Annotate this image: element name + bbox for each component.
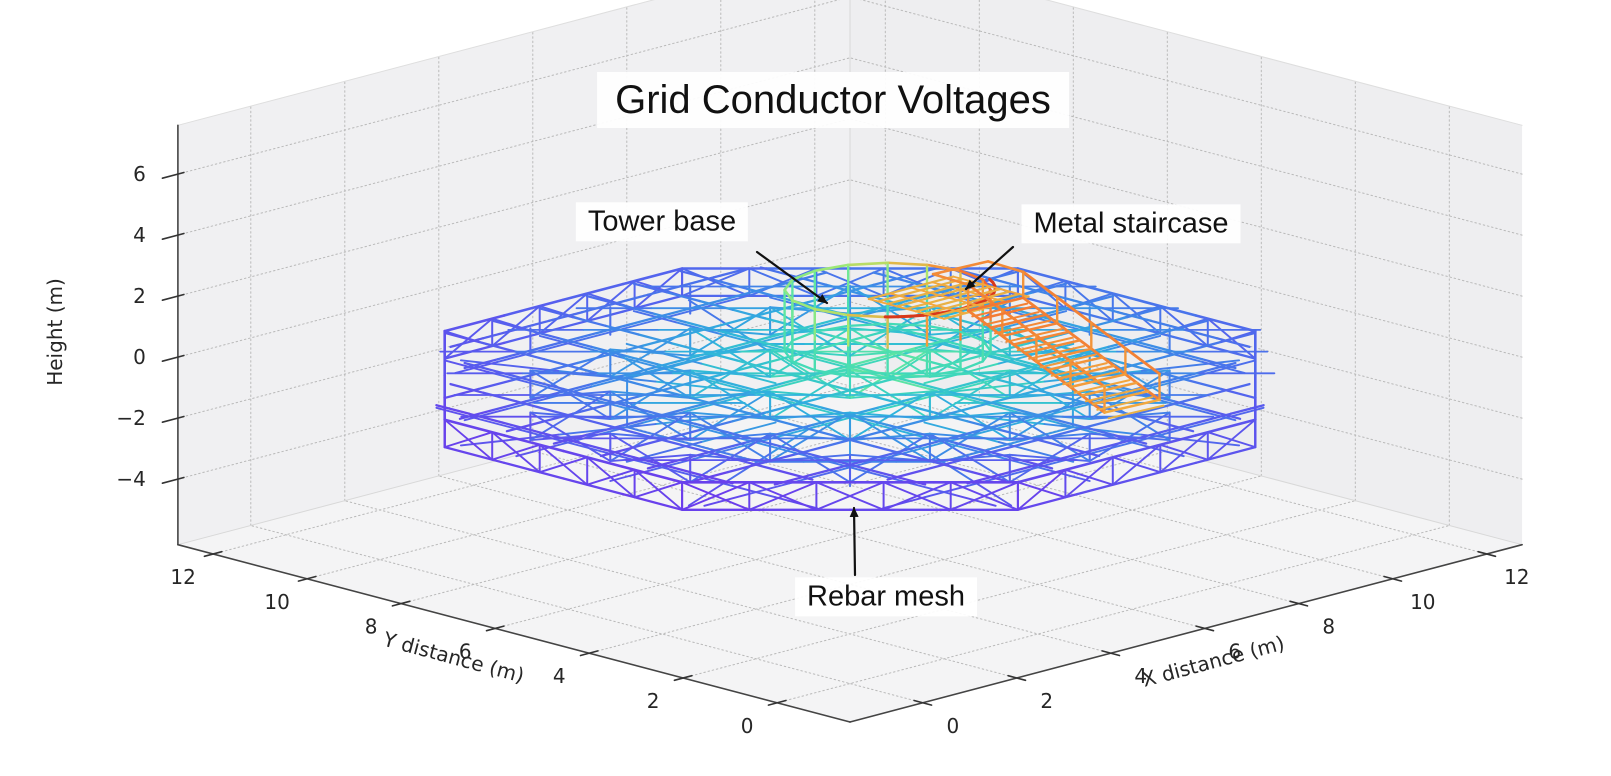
right-wall-pane [850, 0, 1523, 545]
svg-text:12: 12 [1504, 565, 1529, 589]
svg-text:6: 6 [459, 639, 472, 663]
svg-text:8: 8 [365, 615, 378, 639]
svg-text:4: 4 [1134, 664, 1147, 688]
annotation-tower-base-label: Tower base [575, 202, 749, 242]
left-wall-pane [177, 0, 850, 545]
annotation-arrows [755, 245, 1015, 577]
svg-text:6: 6 [133, 162, 146, 186]
svg-text:2: 2 [647, 689, 660, 713]
svg-text:4: 4 [133, 223, 146, 247]
svg-text:4: 4 [553, 664, 566, 688]
svg-text:Y distance (m): Y distance (m) [380, 627, 527, 688]
svg-text:−2: −2 [116, 406, 145, 430]
svg-text:8: 8 [1322, 615, 1335, 639]
chart-title: Grid Conductor Voltages [597, 72, 1069, 128]
annotation-metal-staircase-label: Metal staircase [1021, 204, 1241, 244]
annotation-rebar-mesh-label: Rebar mesh [795, 577, 977, 617]
svg-text:10: 10 [264, 590, 289, 614]
staircase [931, 260, 1165, 420]
svg-text:6: 6 [1228, 639, 1241, 663]
svg-text:10: 10 [1410, 590, 1435, 614]
svg-text:0: 0 [133, 345, 146, 369]
axes [177, 124, 1523, 723]
svg-text:12: 12 [170, 565, 195, 589]
svg-text:0: 0 [947, 714, 960, 738]
svg-text:0: 0 [741, 714, 754, 738]
svg-text:2: 2 [133, 284, 146, 308]
svg-text:2: 2 [1040, 689, 1053, 713]
svg-text:−4: −4 [116, 467, 145, 491]
svg-text:Height (m): Height (m) [43, 278, 67, 386]
